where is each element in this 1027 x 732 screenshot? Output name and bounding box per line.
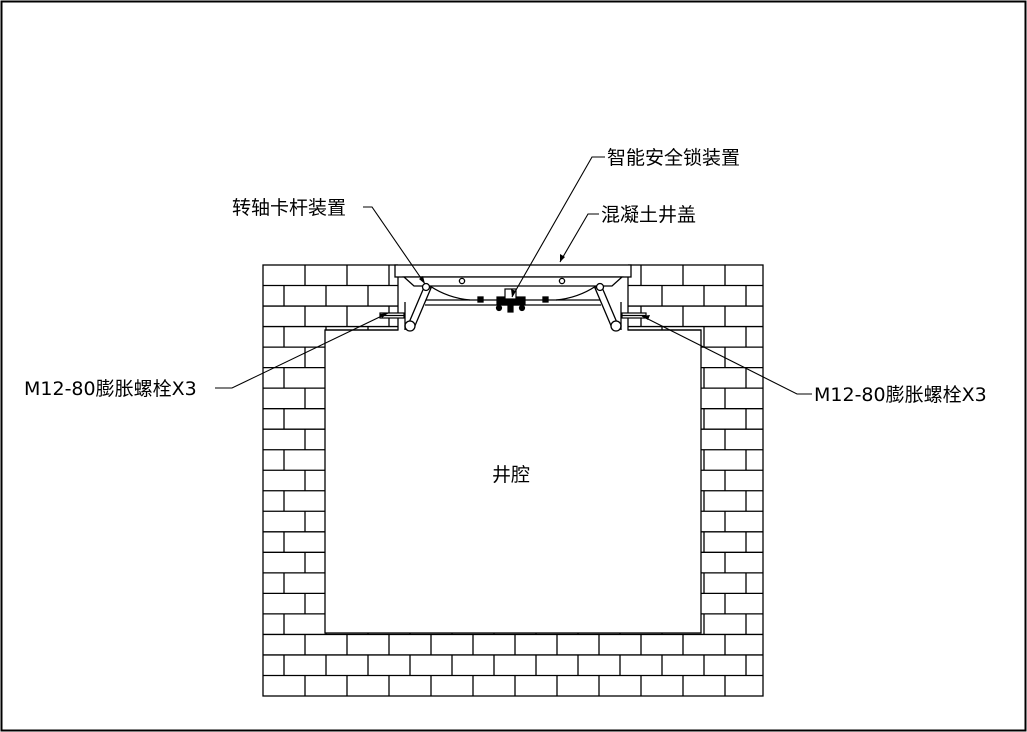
bolt-block-left xyxy=(477,296,484,303)
leader-hinge xyxy=(363,206,426,285)
lock-plunger xyxy=(507,304,514,313)
label-cavity: 井腔 xyxy=(492,464,530,486)
leader-cover xyxy=(559,213,599,263)
lifting-hole-right xyxy=(558,277,566,285)
hinge-rod-left xyxy=(404,282,432,332)
arrow-hinge xyxy=(419,276,425,284)
smart-lock xyxy=(495,288,526,313)
bolt-block-right xyxy=(542,296,549,303)
concrete-cover xyxy=(394,264,632,306)
label-lock-device: 智能安全锁装置 xyxy=(607,147,740,169)
arrow-lock xyxy=(511,289,516,297)
leader-bolt-right xyxy=(641,315,812,395)
lock-bolt-left xyxy=(495,304,503,312)
label-bolt-right: M12-80膨胀螺栓X3 xyxy=(814,384,987,406)
cover-brace-right xyxy=(555,285,597,301)
leader-lines xyxy=(215,156,812,395)
leader-arrows xyxy=(380,254,650,320)
lock-bolt-right xyxy=(518,304,526,312)
label-bolt-left: M12-80膨胀螺栓X3 xyxy=(24,378,197,400)
arrow-bolt-right xyxy=(642,315,650,320)
cover-slab xyxy=(394,264,632,278)
arrow-bolt-left xyxy=(380,313,388,318)
hinge-rod-right xyxy=(594,282,622,332)
cover-brace-left xyxy=(429,285,471,301)
label-hinge-rod: 转轴卡杆装置 xyxy=(232,197,346,219)
label-concrete-cover: 混凝土井盖 xyxy=(601,204,696,226)
arrow-cover xyxy=(560,254,565,262)
shaft-opening xyxy=(324,329,702,634)
brick-wall xyxy=(262,262,764,697)
expansion-bolt-right xyxy=(621,312,647,319)
lifting-hole-left xyxy=(458,277,466,285)
cover-body xyxy=(402,276,624,287)
lock-shackle xyxy=(504,288,517,300)
leader-lock xyxy=(511,156,605,298)
leader-bolt-left xyxy=(215,312,389,389)
cover-seat-edge xyxy=(325,266,701,331)
